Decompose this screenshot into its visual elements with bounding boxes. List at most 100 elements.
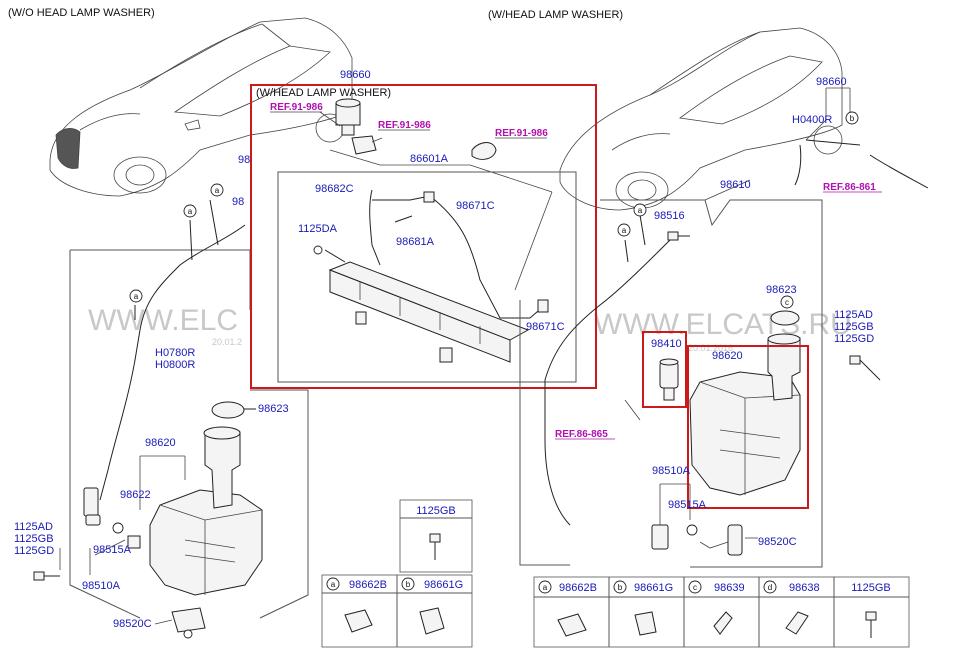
- left-part-98520c: 98520C: [113, 618, 152, 630]
- svg-text:98661G: 98661G: [634, 582, 673, 594]
- svg-text:c: c: [785, 298, 789, 307]
- inset-ref-3: REF.91-986: [495, 128, 548, 139]
- right-nozzle-98516: [667, 231, 690, 241]
- right-washer-motor: [699, 524, 743, 556]
- svg-text:a: a: [134, 292, 139, 301]
- left-callout-a3: a: [129, 289, 143, 303]
- inset-header: (W/HEAD LAMP WASHER): [256, 87, 391, 99]
- left-part-98620: 98620: [145, 437, 176, 449]
- svg-text:a: a: [331, 580, 336, 589]
- left-callout-a2: a: [210, 183, 224, 197]
- svg-text:a: a: [215, 186, 220, 195]
- right-part-98520c: 98520C: [758, 536, 797, 548]
- right-headlamp-pump: [659, 358, 679, 401]
- right-part-1125gb: 1125GB: [834, 321, 874, 333]
- svg-text:1125GB: 1125GB: [416, 505, 456, 517]
- inset-bumper-beam: [328, 261, 530, 363]
- svg-text:a: a: [543, 583, 548, 592]
- inset-part-86601a: 86601A: [410, 153, 449, 165]
- left-part-98510a: 98510A: [82, 580, 121, 592]
- svg-text:98661G: 98661G: [424, 579, 463, 591]
- inset-nozzle-left: [351, 135, 377, 155]
- inset-ref-1: REF.91-986: [270, 102, 323, 113]
- left-washer-pump: [83, 487, 141, 549]
- right-filler-cap: [770, 310, 800, 326]
- left-part-98-b: 98: [232, 196, 244, 208]
- right-leader-lines: [624, 87, 851, 539]
- inset-part-98671c-1: 98671C: [456, 200, 495, 212]
- svg-text:b: b: [406, 580, 411, 589]
- right-part-1125gd: 1125GD: [834, 333, 874, 345]
- inset-part-98671c-2: 98671C: [526, 321, 565, 333]
- svg-text:1125GB: 1125GB: [851, 582, 891, 594]
- right-highlight-pump: [642, 331, 687, 408]
- watermark-left-date: 20.01.2: [212, 337, 242, 347]
- left-filler-cap: [211, 401, 256, 419]
- svg-text:98662B: 98662B: [559, 582, 597, 594]
- inset-inner-frame: [277, 171, 577, 383]
- right-part-98410: 98410: [651, 338, 682, 350]
- left-callout-a1: a: [183, 204, 197, 218]
- right-table: a 98662B b 98661G c 98639 d 98638 1125GB: [533, 576, 910, 648]
- watermark-right-date: 20.01.2016: [688, 343, 733, 353]
- right-callout-a2: a: [617, 223, 631, 237]
- svg-text:a: a: [188, 207, 193, 216]
- right-part-98623: 98623: [766, 284, 797, 296]
- left-part-98660: 98660: [340, 69, 371, 81]
- right-part-98660: 98660: [816, 76, 847, 88]
- svg-text:d: d: [768, 583, 772, 592]
- inset-part-1125da: 1125DA: [298, 223, 338, 235]
- left-leader-lines: [59, 455, 186, 625]
- inset-leader-lines: [319, 111, 553, 291]
- left-part-1125gb: 1125GB: [14, 533, 54, 545]
- right-ref-hose: REF.86-861: [823, 182, 876, 193]
- svg-text:a: a: [622, 226, 627, 235]
- right-part-1125ad: 1125AD: [834, 309, 873, 321]
- inset-connector: [423, 191, 435, 203]
- right-part-h0400r: H0400R: [792, 114, 832, 126]
- right-part-98516: 98516: [654, 210, 685, 222]
- svg-text:98662B: 98662B: [349, 579, 387, 591]
- left-part-98515a: 98515A: [93, 544, 132, 556]
- svg-text:a: a: [638, 206, 643, 215]
- left-mount-bolt: [33, 571, 60, 581]
- inset-ref-2: REF.91-986: [378, 120, 431, 131]
- right-header: (W/HEAD LAMP WASHER): [488, 9, 623, 21]
- watermark-right: WWW.ELCATS.RU: [594, 308, 852, 341]
- inset-frame: [250, 84, 597, 389]
- car-illustration-left: [49, 17, 353, 197]
- inset-part-98682c: 98682C: [315, 183, 354, 195]
- right-part-98620: 98620: [712, 350, 743, 362]
- right-part-98515a: 98515A: [668, 499, 707, 511]
- right-callout-b: b: [845, 111, 859, 125]
- inset-pump: [335, 98, 361, 136]
- right-washer-reservoir: [689, 333, 801, 496]
- right-part-98610: 98610: [720, 179, 751, 191]
- left-part-1125ad: 1125AD: [14, 521, 53, 533]
- left-table-pair: a 98662B b 98661G: [321, 574, 473, 648]
- left-washer-motor: [171, 607, 206, 639]
- right-callout-a1: a: [633, 203, 647, 217]
- right-callout-c: c: [780, 295, 794, 309]
- right-part-98510a: 98510A: [652, 465, 691, 477]
- left-table-1125gb: 1125GB: [399, 499, 473, 573]
- inset-connector-2: [537, 299, 549, 313]
- left-part-h0800r: H0800R: [155, 359, 195, 371]
- svg-text:98638: 98638: [789, 582, 820, 594]
- left-part-98622: 98622: [120, 489, 151, 501]
- left-part-1125gd: 1125GD: [14, 545, 54, 557]
- svg-text:b: b: [850, 114, 855, 123]
- left-part-98623: 98623: [258, 403, 289, 415]
- left-part-h0780r: H0780R: [155, 347, 195, 359]
- svg-text:c: c: [693, 583, 697, 592]
- left-header: (W/O HEAD LAMP WASHER): [8, 7, 155, 19]
- watermark-left: WWW.ELC: [88, 304, 238, 337]
- right-washer-hose: [544, 139, 929, 526]
- svg-text:b: b: [618, 583, 623, 592]
- left-washer-reservoir: [149, 426, 263, 596]
- inset-hoses: [324, 189, 546, 319]
- inset-part-98681a: 98681A: [396, 236, 435, 248]
- inset-bolt: [313, 245, 323, 255]
- right-ref-pump: REF.86-865: [555, 429, 608, 440]
